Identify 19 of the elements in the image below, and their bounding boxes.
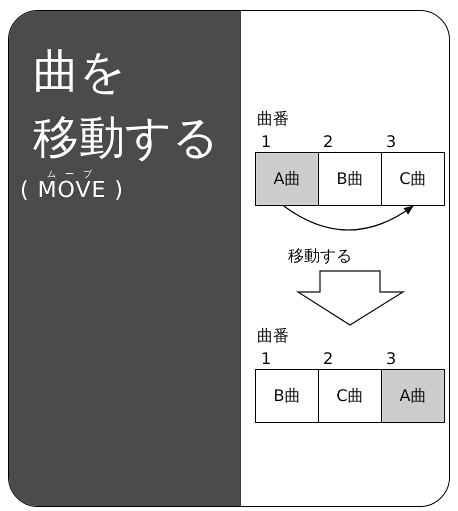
song-cell: A曲	[255, 152, 319, 206]
song-cell: C曲	[381, 152, 445, 206]
song-cell: A曲	[381, 369, 445, 423]
heading: 曲番	[257, 111, 289, 127]
arrow-caption: 移動する	[288, 248, 352, 264]
ruby-text: ムーブ	[47, 171, 101, 180]
slot-number: 1	[261, 351, 272, 367]
curved-arrow	[283, 205, 414, 231]
slot-number: 3	[386, 134, 396, 150]
slot-number: 2	[323, 134, 334, 150]
slot-number: 3	[386, 351, 396, 367]
song-cell: C曲	[318, 369, 382, 423]
subtitle: ( MOVE )	[20, 180, 124, 202]
slot-number: 2	[323, 351, 334, 367]
song-cell: B曲	[318, 152, 382, 206]
title: 曲を移動する	[33, 43, 219, 166]
heading: 曲番	[257, 328, 289, 344]
slot-number: 1	[261, 134, 272, 150]
song-cell: B曲	[255, 369, 319, 423]
